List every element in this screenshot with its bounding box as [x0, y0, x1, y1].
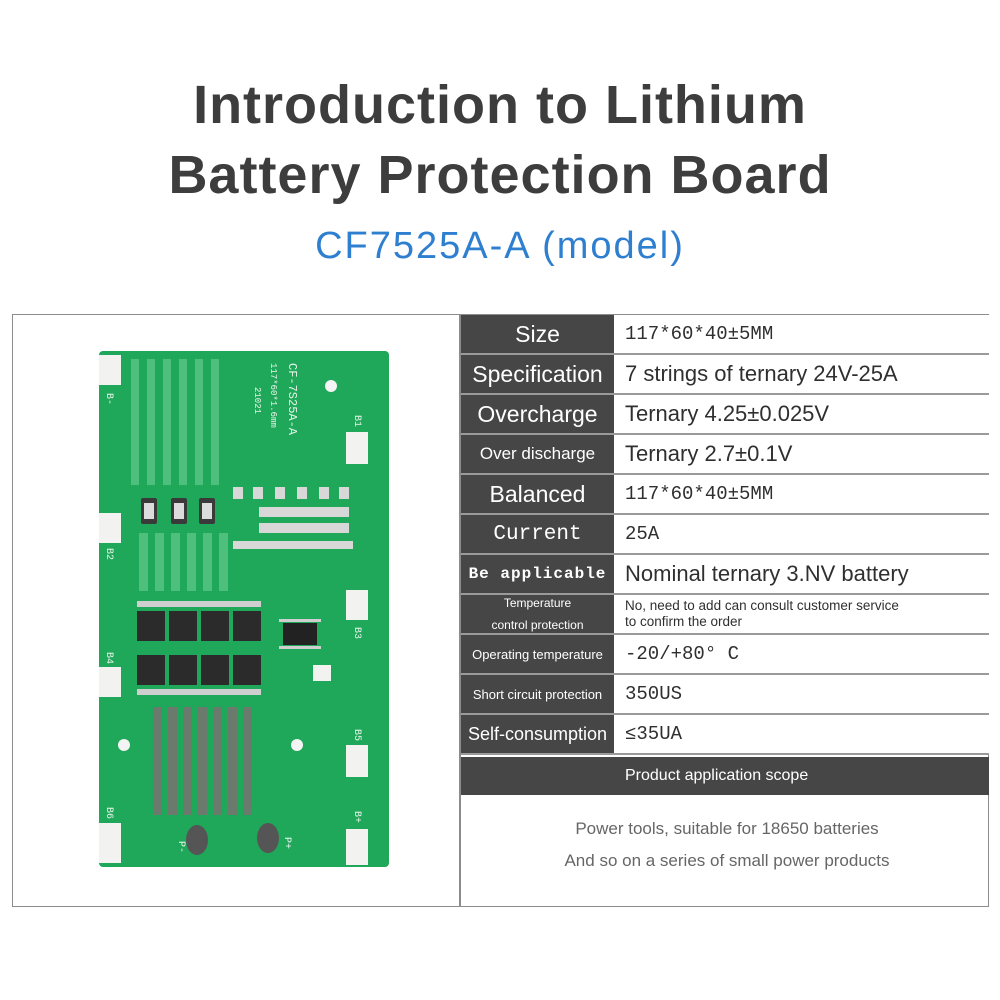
spec-row-be-applicable: Be applicable Nominal ternary 3.NV batte…	[461, 555, 989, 595]
pad-b4	[99, 667, 121, 697]
silk-b4: B4	[103, 652, 114, 664]
spec-label: Operating temperature	[461, 635, 614, 673]
silk-b1: B1	[351, 415, 362, 427]
spec-label: Be applicable	[461, 555, 614, 593]
scope-line-1: Power tools, suitable for 18650 batterie…	[575, 819, 879, 838]
mounting-holes	[118, 380, 337, 751]
pad-b2	[99, 513, 121, 543]
pad-b3	[346, 590, 368, 620]
middle-traces	[139, 533, 228, 591]
pad-b5	[346, 745, 368, 777]
spec-value: Nominal ternary 3.NV battery	[616, 555, 989, 593]
spec-value: -20/+80° C	[616, 635, 989, 673]
spec-row-temperature-control: Temperature control protection No, need …	[461, 595, 989, 635]
pad-b1	[346, 432, 368, 464]
silk-b-plus: B+	[351, 811, 362, 823]
silk-b5: B5	[351, 729, 362, 741]
column-divider	[459, 314, 461, 907]
top-traces	[131, 359, 219, 485]
spec-label: Size	[461, 315, 614, 353]
spec-value: 117*60*40±5MM	[616, 475, 989, 513]
silk-size: 117*60*1.6mm	[268, 363, 278, 428]
pad-b6	[99, 823, 121, 863]
mosfet-pins	[137, 601, 261, 695]
spec-label: Short circuit protection	[461, 675, 614, 713]
spec-row-over-discharge: Over discharge Ternary 2.7±0.1V	[461, 435, 989, 475]
silk-date: 21021	[252, 387, 262, 414]
spec-label: Current	[461, 515, 614, 553]
page-title-line-1: Introduction to Lithium	[193, 75, 807, 135]
silk-b2: B2	[103, 548, 114, 560]
silk-model: CF-7S25A-A	[285, 363, 299, 436]
spec-label-line-1: Temperature	[503, 596, 572, 610]
resistor-caps	[144, 503, 212, 519]
spec-value: 117*60*40±5MM	[616, 315, 989, 353]
pcb-image: CF-7S25A-A 117*60*1.6mm 21021 B- B2 B4 B…	[13, 315, 460, 906]
spec-label: Over discharge	[461, 435, 614, 473]
silk-b6: B6	[103, 807, 114, 819]
spec-value: 350US	[616, 675, 989, 713]
spec-value: No, need to add can consult customer ser…	[616, 595, 989, 633]
pad-p-plus	[257, 823, 279, 853]
bottom-traces	[153, 707, 252, 815]
pad-b-plus	[346, 829, 368, 865]
spec-row-balanced: Balanced 117*60*40±5MM	[461, 475, 989, 515]
spec-label-line-2: control protection	[491, 618, 584, 632]
silk-p-minus: P-	[175, 841, 186, 853]
spec-value-line-2: to confirm the order	[625, 614, 743, 629]
spec-value: 7 strings of ternary 24V-25A	[616, 355, 989, 393]
scope-heading: Product application scope	[625, 767, 809, 784]
spec-row-size: Size 117*60*40±5MM	[461, 315, 989, 355]
scope-heading-bar: Product application scope	[461, 757, 989, 795]
spec-row-overcharge: Overcharge Ternary 4.25±0.025V	[461, 395, 989, 435]
spec-label: Temperature control protection	[461, 595, 614, 633]
spec-value: Ternary 2.7±0.1V	[616, 435, 989, 473]
ic-chip	[283, 623, 317, 645]
spec-label: Self-consumption	[461, 715, 614, 753]
scope-body: Power tools, suitable for 18650 batterie…	[461, 797, 989, 905]
spec-label: Specification	[461, 355, 614, 393]
thermistor-pad	[313, 665, 331, 681]
component-grid	[233, 487, 353, 549]
spec-row-self-consumption: Self-consumption ≤35UA	[461, 715, 989, 755]
model-subtitle: CF7525A-A (model)	[315, 225, 685, 267]
mosfet-array	[137, 611, 261, 685]
protection-board-illustration: CF-7S25A-A 117*60*1.6mm 21021 B- B2 B4 B…	[99, 351, 389, 867]
silk-p-plus: P+	[281, 837, 292, 849]
silk-b-minus: B-	[103, 393, 114, 405]
page-title-line-2: Battery Protection Board	[168, 145, 832, 205]
spec-value: Ternary 4.25±0.025V	[616, 395, 989, 433]
spec-value: ≤35UA	[616, 715, 989, 753]
scope-line-2: And so on a series of small power produc…	[564, 851, 890, 870]
silk-b3: B3	[351, 627, 362, 639]
pad-b-minus	[99, 355, 121, 385]
spec-row-short-circuit: Short circuit protection 350US	[461, 675, 989, 715]
spec-value-line-1: No, need to add can consult customer ser…	[625, 598, 899, 613]
spec-label: Overcharge	[461, 395, 614, 433]
spec-value: 25A	[616, 515, 989, 553]
spec-row-operating-temperature: Operating temperature -20/+80° C	[461, 635, 989, 675]
spec-row-current: Current 25A	[461, 515, 989, 555]
pad-p-minus	[186, 825, 208, 855]
spec-row-specification: Specification 7 strings of ternary 24V-2…	[461, 355, 989, 395]
spec-label: Balanced	[461, 475, 614, 513]
